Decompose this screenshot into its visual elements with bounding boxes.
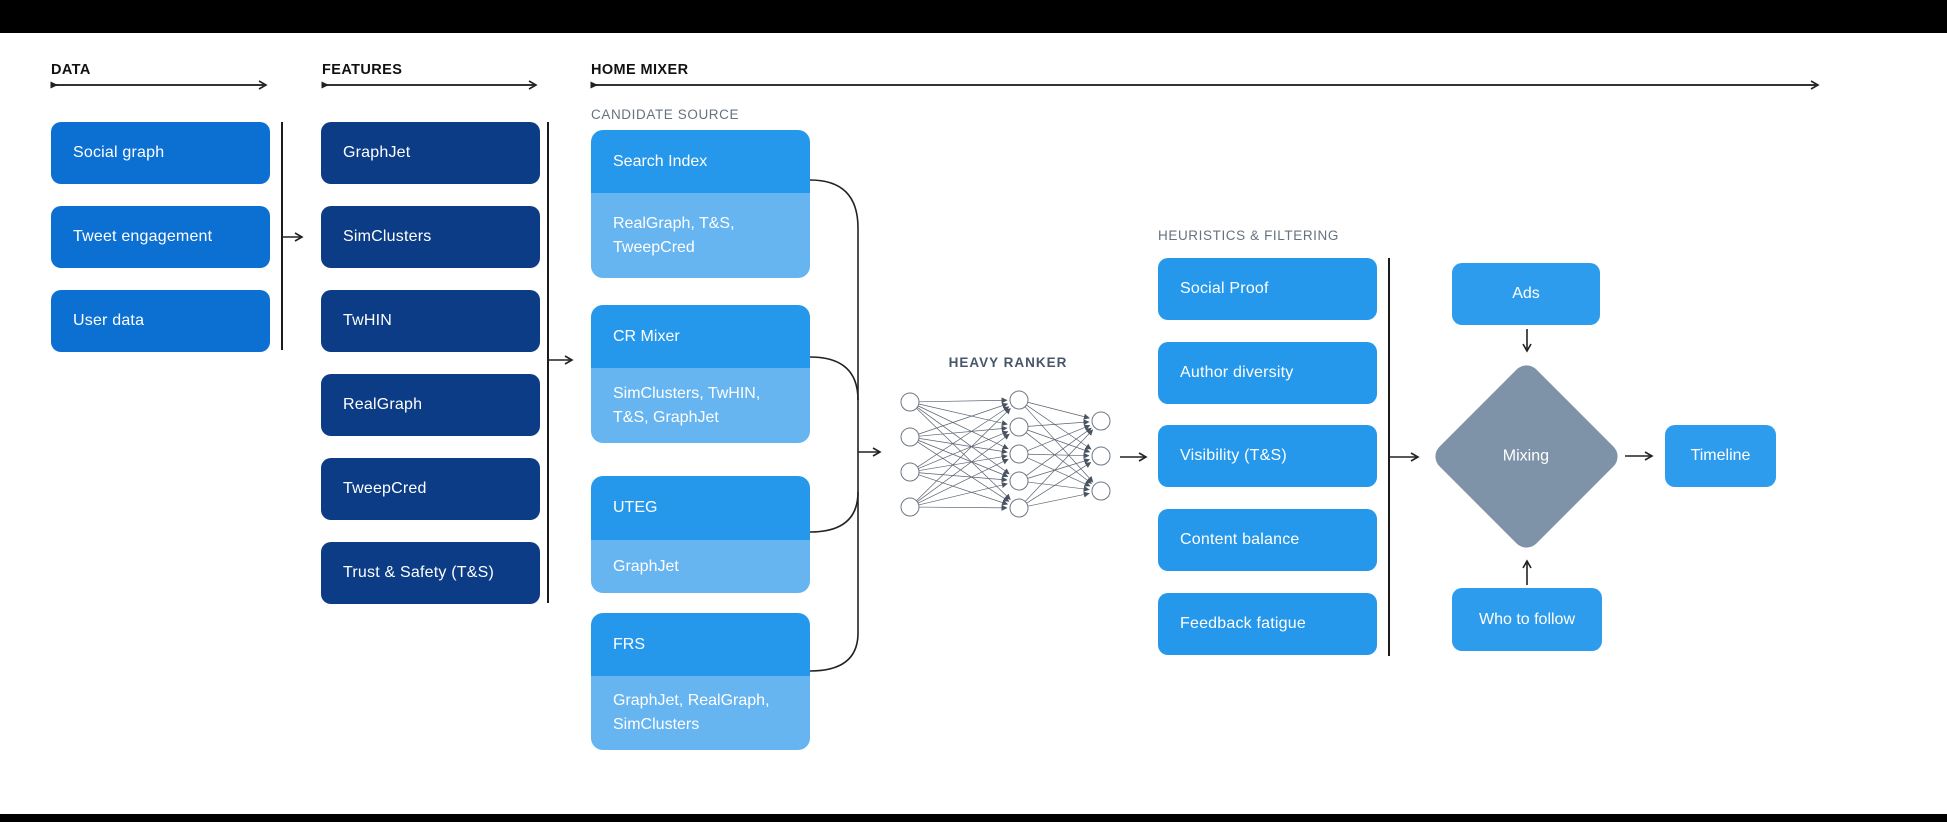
data-box-label: Tweet engagement bbox=[73, 228, 213, 245]
feature-box-label: RealGraph bbox=[343, 396, 423, 413]
heuristic-box-author-diversity: Author diversity bbox=[1158, 342, 1377, 404]
feature-box-realgraph: RealGraph bbox=[321, 374, 540, 436]
top-letterbox-bar bbox=[0, 0, 1947, 33]
feature-box-simclusters: SimClusters bbox=[321, 206, 540, 268]
heuristic-box-label: Content balance bbox=[1180, 531, 1300, 548]
candidate-source-label: CANDIDATE SOURCE bbox=[591, 107, 740, 122]
data-column-header: DATA bbox=[51, 62, 91, 78]
candidate-sources: GraphJet bbox=[591, 540, 810, 593]
heavy-ranker-label: HEAVY RANKER bbox=[948, 355, 1068, 370]
feature-box-label: SimClusters bbox=[343, 228, 432, 245]
heuristics-filtering-label: HEURISTICS & FILTERING bbox=[1158, 228, 1339, 243]
candidate-sources-text: SimClusters, TwHIN, T&S, GraphJet bbox=[613, 384, 761, 426]
flow-arrows bbox=[282, 232, 1654, 585]
candidate-title-text: FRS bbox=[613, 635, 645, 653]
feature-box-label: GraphJet bbox=[343, 144, 411, 161]
data-box-social-graph: Social graph bbox=[51, 122, 270, 184]
candidate-sources: RealGraph, T&S, TweepCred bbox=[591, 193, 810, 278]
heuristic-box-visibility: Visibility (T&S) bbox=[1158, 425, 1377, 487]
heuristic-box-feedback-fatigue: Feedback fatigue bbox=[1158, 593, 1377, 655]
feature-box-graphjet: GraphJet bbox=[321, 122, 540, 184]
candidate-title: FRS bbox=[591, 613, 810, 676]
candidate-sources: GraphJet, RealGraph, SimClusters bbox=[591, 676, 810, 750]
heuristic-box-label: Author diversity bbox=[1180, 364, 1294, 381]
candidate-title-text: UTEG bbox=[613, 499, 658, 516]
heuristic-box-label: Social Proof bbox=[1180, 280, 1269, 297]
feature-box-tweepcred: TweepCred bbox=[321, 458, 540, 520]
candidate-title: CR Mixer bbox=[591, 305, 810, 368]
ads-box: Ads bbox=[1452, 263, 1600, 325]
heavy-ranker-network bbox=[900, 390, 1111, 518]
search-index-branch bbox=[809, 179, 859, 633]
frs-branch bbox=[809, 632, 859, 672]
timeline-label: Timeline bbox=[1690, 447, 1751, 464]
features-column-header: FEATURES bbox=[322, 62, 403, 78]
who-to-follow-box: Who to follow bbox=[1452, 588, 1602, 651]
heuristic-box-label: Visibility (T&S) bbox=[1180, 447, 1287, 464]
candidate-title: Search Index bbox=[591, 130, 810, 193]
feature-box-label: TweepCred bbox=[343, 480, 427, 497]
feature-box-label: TwHIN bbox=[343, 312, 392, 329]
cr-mixer-branch bbox=[809, 356, 859, 401]
data-box-user-data: User data bbox=[51, 290, 270, 352]
candidate-title-text: CR Mixer bbox=[613, 327, 680, 345]
data-box-tweet-engagement: Tweet engagement bbox=[51, 206, 270, 268]
candidate-group-uteg: UTEG GraphJet bbox=[591, 476, 810, 593]
heuristic-box-social-proof: Social Proof bbox=[1158, 258, 1377, 320]
candidate-sources-text: GraphJet bbox=[613, 557, 679, 575]
feature-box-label: Trust & Safety (T&S) bbox=[343, 564, 494, 581]
timeline-box: Timeline bbox=[1665, 425, 1776, 487]
candidate-sources: SimClusters, TwHIN, T&S, GraphJet bbox=[591, 368, 810, 443]
candidate-group-cr-mixer: CR Mixer SimClusters, TwHIN, T&S, GraphJ… bbox=[591, 305, 810, 443]
home-mixer-column-header: HOME MIXER bbox=[591, 62, 689, 78]
data-box-label: User data bbox=[73, 312, 145, 329]
mixing-diamond-label: Mixing bbox=[1503, 447, 1550, 465]
candidate-group-search-index: Search Index RealGraph, T&S, TweepCred bbox=[591, 130, 810, 278]
heuristic-box-content-balance: Content balance bbox=[1158, 509, 1377, 571]
uteg-branch bbox=[809, 491, 859, 533]
candidate-title-text: Search Index bbox=[613, 152, 708, 170]
data-box-label: Social graph bbox=[73, 144, 165, 161]
feature-box-trust-safety: Trust & Safety (T&S) bbox=[321, 542, 540, 604]
candidate-title: UTEG bbox=[591, 476, 810, 540]
candidate-collector bbox=[809, 179, 859, 672]
bottom-letterbox-bar bbox=[0, 814, 1947, 822]
who-to-follow-label: Who to follow bbox=[1478, 610, 1576, 628]
feature-box-twhin: TwHIN bbox=[321, 290, 540, 352]
ads-box-label: Ads bbox=[1512, 285, 1540, 302]
candidate-sources-text: GraphJet, RealGraph, SimClusters bbox=[613, 692, 770, 733]
candidate-group-frs: FRS GraphJet, RealGraph, SimClusters bbox=[591, 613, 810, 750]
candidate-sources-text: RealGraph, T&S, TweepCred bbox=[613, 214, 735, 256]
heuristic-box-label: Feedback fatigue bbox=[1180, 615, 1306, 632]
